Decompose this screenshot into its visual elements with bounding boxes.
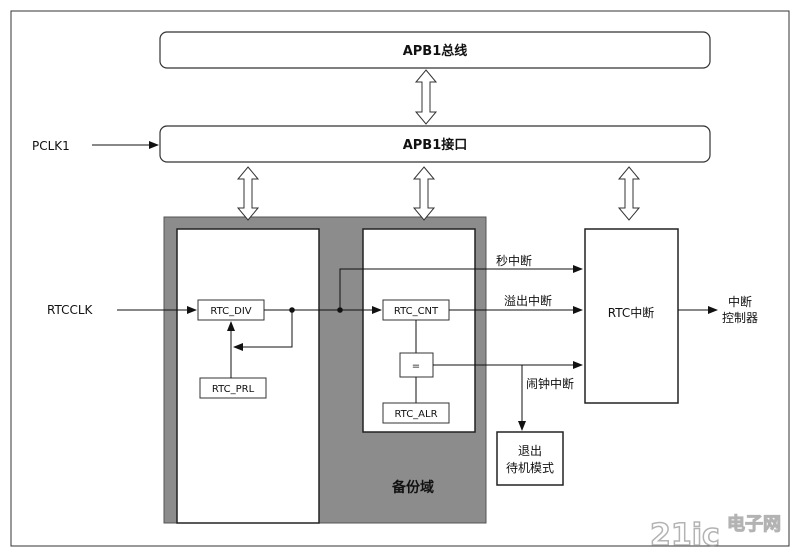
- exit-standby-box: [496, 431, 564, 486]
- rtc-interrupt-label: RTC中断: [608, 305, 654, 320]
- apb1-bus-box: [159, 31, 711, 69]
- rtc-div-label: RTC_DIV: [210, 306, 251, 317]
- div-feedback-line: [233, 310, 293, 351]
- watermark-21ic: 21ic: [650, 518, 720, 553]
- overflow-interrupt-label: 溢出中断: [504, 293, 552, 308]
- apb1-bus-label: APB1总线: [403, 43, 468, 59]
- alarm-interrupt-label: 闹钟中断: [526, 376, 574, 391]
- rtc-prl-box: [199, 377, 267, 399]
- apb1-interface-box: [159, 125, 711, 163]
- rtc-alr-box: [382, 402, 450, 424]
- bus-connector-arrow: [414, 69, 438, 125]
- watermark-site: 电子网: [727, 513, 781, 535]
- cnt-interface-arrow: [412, 166, 436, 221]
- interrupt-controller-line1: 中断: [728, 294, 752, 309]
- apb1-interface-label: APB1接口: [403, 137, 468, 153]
- counter-block: [362, 228, 476, 433]
- backup-domain-label: 备份域: [391, 479, 434, 496]
- rtc-prl-label: RTC_PRL: [212, 384, 255, 395]
- exit-standby-line1: 退出: [518, 444, 542, 458]
- rtc-interrupt-block: [584, 228, 679, 404]
- interrupt-controller-line2: 控制器: [722, 311, 758, 325]
- rtcclk-label: RTCCLK: [47, 303, 94, 317]
- prescaler-block: [176, 228, 320, 524]
- second-interrupt-label: 秒中断: [496, 253, 532, 268]
- watermark-logo: 21ic 电子网: [649, 513, 781, 554]
- rtc-int-interface-arrow: [617, 166, 641, 221]
- div-interface-arrow: [236, 166, 260, 221]
- rtc-cnt-label: RTC_CNT: [394, 306, 439, 317]
- comparator-box: [399, 352, 434, 378]
- exit-standby-line2: 待机模式: [506, 461, 554, 475]
- comparator-label: =: [412, 361, 420, 372]
- second-interrupt-line: [339, 265, 583, 310]
- pclk1-label: PCLK1: [32, 139, 70, 153]
- rtc-alr-label: RTC_ALR: [394, 409, 437, 420]
